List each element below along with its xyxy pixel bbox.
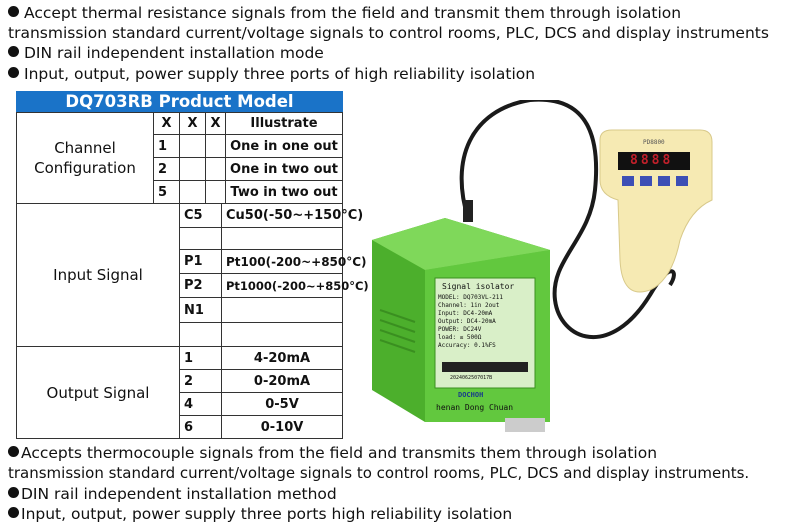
- empty-cell: [206, 158, 226, 181]
- channel-code: 5: [154, 181, 180, 204]
- meter-button: [622, 176, 634, 186]
- header-x2: X: [180, 112, 206, 135]
- output-desc: 0-10V: [222, 416, 343, 439]
- output-code: 2: [180, 370, 222, 393]
- terminal-block: [505, 418, 545, 432]
- input-signal-label: Input Signal: [16, 204, 180, 347]
- output-code: 1: [180, 347, 222, 370]
- empty-cell: [206, 181, 226, 204]
- label-model: MODEL: DQ703VL-211: [438, 294, 504, 301]
- top-bullet-1: Accept thermal resistance signals from t…: [8, 4, 681, 22]
- meter-display: 8888: [630, 153, 674, 168]
- output-desc: 0-20mA: [222, 370, 343, 393]
- label-serial: 2024062507017B: [450, 375, 493, 381]
- bottom-bullet-1: Accepts thermocouple signals from the fi…: [8, 444, 657, 462]
- isolator-top: [372, 218, 550, 270]
- bullet-text: Accept thermal resistance signals from t…: [24, 4, 682, 22]
- cable-plug: [463, 200, 473, 222]
- meter-screen: [618, 152, 690, 170]
- output-code: 6: [180, 416, 222, 439]
- label-channel: Channel: 1in 2out: [438, 302, 500, 309]
- top-bullet-3: Input, output, power supply three ports …: [8, 65, 535, 83]
- input-code: P2: [180, 274, 222, 298]
- product-photo: Signal isolator MODEL: DQ703VL-211 Chann…: [350, 97, 800, 440]
- empty-cell: [206, 135, 226, 158]
- header-illustrate: Illustrate: [226, 112, 343, 135]
- input-code: N1: [180, 298, 222, 323]
- bullet-text: DIN rail independent installation method: [21, 485, 337, 503]
- bullet-text: Input, output, power supply three ports …: [21, 505, 513, 523]
- label-output: Output: DC4-20mA: [438, 318, 496, 325]
- isolator-and-meter-illustration: [372, 97, 713, 432]
- bullet-icon: [8, 507, 19, 518]
- meter-brand: PD8800: [643, 139, 665, 146]
- output-signal-label: Output Signal: [16, 347, 180, 439]
- label-specs: MODEL: DQ703VL-211 Channel: 1in 2out Inp…: [438, 294, 503, 350]
- empty-cell: [180, 158, 206, 181]
- table-title: DQ703RB Product Model: [16, 91, 343, 112]
- label-accuracy: Accuracy: 0.1%FS: [438, 342, 496, 349]
- maker-name: henan Dong Chuan: [436, 403, 514, 412]
- empty-cell: [180, 181, 206, 204]
- bullet-icon: [8, 446, 19, 457]
- input-code: C5: [180, 204, 222, 228]
- input-code: [180, 323, 222, 347]
- cable: [459, 97, 676, 339]
- bottom-bullet-2: DIN rail independent installation method: [8, 485, 337, 503]
- label-power: POWER: DC24V: [438, 326, 482, 333]
- empty-cell: [180, 135, 206, 158]
- barcode: [442, 362, 528, 372]
- input-desc: Pt100(-200~+850°C): [222, 250, 367, 274]
- maker-logo: DOCHOH: [458, 391, 484, 399]
- bullet-icon: [8, 487, 19, 498]
- input-desc: Pt1000(-200~+850°C): [222, 274, 369, 298]
- channel-desc: One in two out: [226, 158, 343, 181]
- output-code: 4: [180, 393, 222, 416]
- bottom-bullet-1-cont: transmission standard current/voltage si…: [8, 464, 750, 482]
- bottom-bullet-3: Input, output, power supply three ports …: [8, 505, 512, 523]
- input-desc: [222, 298, 343, 323]
- top-bullet-2: DIN rail independent installation mode: [8, 44, 324, 62]
- bullet-icon: [8, 46, 19, 57]
- top-bullet-1-cont: transmission standard current/voltage si…: [8, 24, 769, 42]
- bullet-text: Input, output, power supply three ports …: [24, 65, 536, 83]
- input-code: [180, 228, 222, 250]
- channel-code: 1: [154, 135, 180, 158]
- label-input: Input: DC4-20mA: [438, 310, 493, 317]
- input-desc: [222, 228, 343, 250]
- bullet-text: DIN rail independent installation mode: [24, 44, 324, 62]
- header-x1: X: [154, 112, 180, 135]
- channel-desc: Two in two out: [226, 181, 343, 204]
- input-desc: Cu50(-50~+150°C): [222, 204, 363, 228]
- header-x3: X: [206, 112, 226, 135]
- label-text: Channel Configuration: [34, 138, 136, 177]
- label-load: load: ≤ 500Ω: [438, 334, 482, 341]
- isolator-vents: [379, 309, 416, 353]
- output-desc: 0-5V: [222, 393, 343, 416]
- input-desc: [222, 323, 343, 347]
- meter-body: [599, 129, 713, 293]
- output-desc: 4-20mA: [222, 347, 343, 370]
- label-title: Signal isolator: [442, 282, 515, 291]
- bullet-icon: [8, 6, 19, 17]
- channel-code: 2: [154, 158, 180, 181]
- channel-config-label: Channel Configuration: [16, 112, 154, 204]
- bullet-text: Accepts thermocouple signals from the fi…: [21, 444, 658, 462]
- product-model-table: DQ703RB Product Model Channel Configurat…: [16, 91, 369, 439]
- meter-button: [676, 176, 688, 186]
- meter-button: [658, 176, 670, 186]
- channel-desc: One in one out: [226, 135, 343, 158]
- bullet-icon: [8, 67, 19, 78]
- input-code: P1: [180, 250, 222, 274]
- meter-button: [640, 176, 652, 186]
